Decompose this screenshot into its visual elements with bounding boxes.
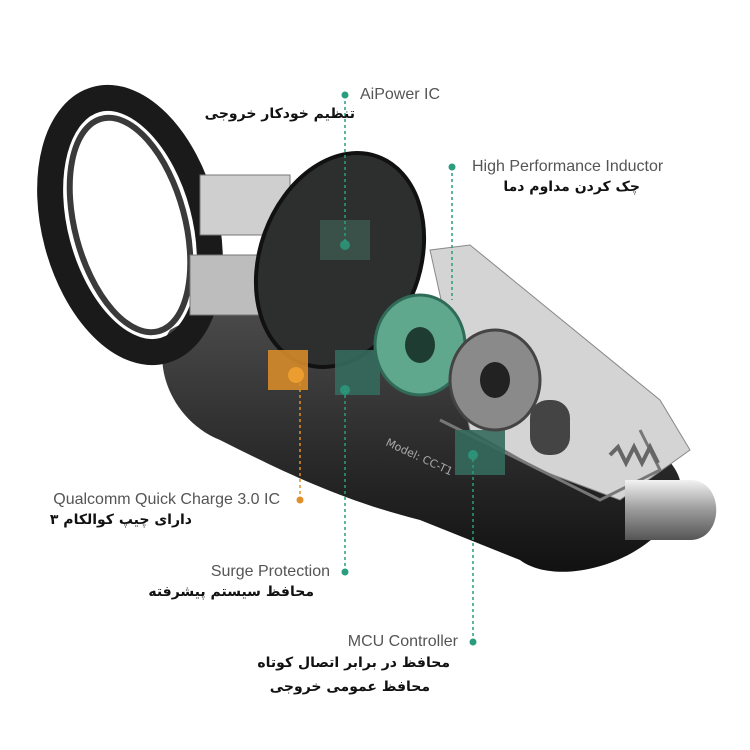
callout-aipower-desc: تنظیم خودکار خروجی [204,106,355,122]
callout-mcu-desc-2: محافظ عمومی خروجی [269,679,430,695]
callout-mcu-desc-1: محافظ در برابر اتصال کوتاه [257,655,450,671]
qualcomm-label-dot [296,496,304,504]
callout-mcu-title: MCU Controller [347,633,458,650]
surge-label-dot [341,568,349,576]
callout-surge-title: Surge Protection [210,563,330,580]
leader-lines [299,95,474,642]
inductor-green-core [405,327,435,363]
callout-inductor-title: High Performance Inductor [472,158,664,175]
mcu-target-dot [468,450,478,460]
callout-surge-desc: محافظ سیستم پیشرفته [148,584,314,600]
callout-aipower-title: AiPower IC [360,86,441,103]
callout-inductor-desc: چک کردن مداوم دما [503,179,640,195]
mcu-chip [455,430,505,475]
callout-dots [288,91,478,646]
mcu-label-dot [469,638,477,646]
aipower-target-dot [340,240,350,250]
callout-qualcomm-desc: دارای چیپ کوالکام ۳ [49,512,192,528]
metal-tip [625,480,717,540]
capacitor [530,400,570,455]
aipower-label-dot [341,91,349,99]
inductor-label-dot [448,163,456,171]
spring [608,442,660,468]
qualcomm-target-dot [288,367,304,383]
inductor-gray-core [480,362,510,398]
callout-qualcomm-title: Qualcomm Quick Charge 3.0 IC [53,491,280,508]
front-ring-inner [66,114,194,336]
surge-target-dot [340,385,350,395]
